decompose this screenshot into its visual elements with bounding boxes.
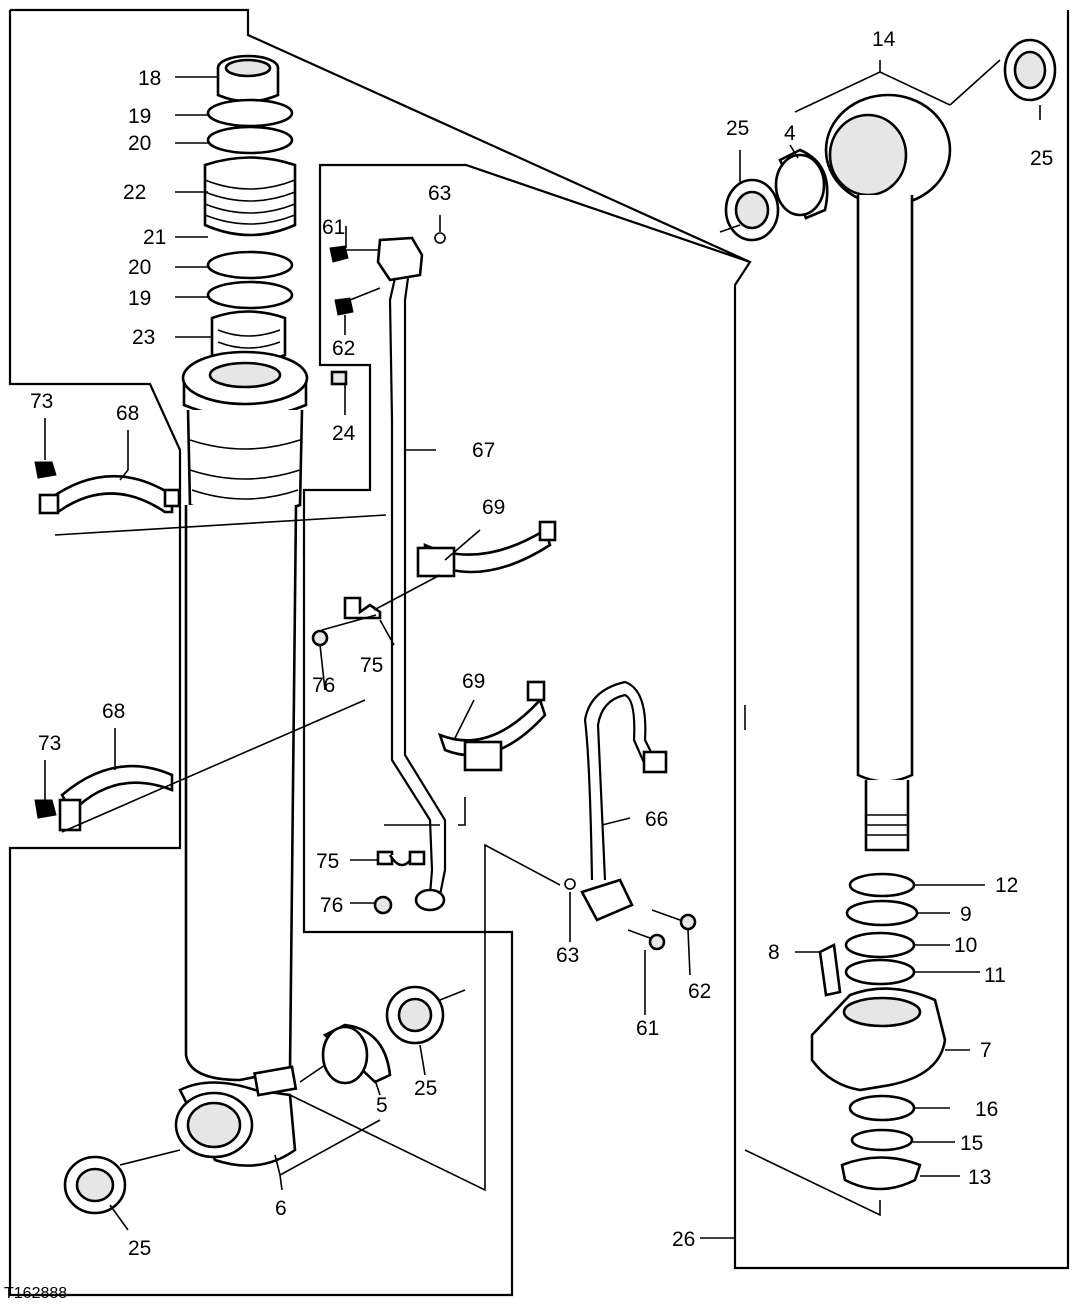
clamp-68-upper [34, 461, 181, 515]
callout-18: 18 [138, 67, 161, 90]
callout-61: 61 [636, 1017, 659, 1040]
piston-rod [724, 38, 1057, 1191]
callout-25: 25 [128, 1237, 151, 1260]
leader-lines [44, 59, 1041, 1231]
callout-16: 16 [975, 1098, 998, 1121]
callout-8: 8 [768, 941, 780, 964]
callout-68: 68 [116, 402, 139, 425]
callout-23: 23 [132, 326, 155, 349]
callout-63: 63 [556, 944, 579, 967]
callout-26: 26 [672, 1228, 695, 1251]
callout-73: 73 [30, 390, 53, 413]
callout-61: 61 [322, 216, 345, 239]
callout-67: 67 [472, 439, 495, 462]
callout-4: 4 [784, 122, 796, 145]
clamp-68-lower [34, 764, 174, 832]
callout-69: 69 [462, 670, 485, 693]
callout-25: 25 [414, 1077, 437, 1100]
callout-75: 75 [316, 850, 339, 873]
callout-14: 14 [872, 28, 896, 51]
callout-20: 20 [128, 132, 151, 155]
callout-12: 12 [995, 874, 1018, 897]
callout-20: 20 [128, 256, 151, 279]
callout-24: 24 [332, 422, 356, 445]
callout-69: 69 [482, 496, 505, 519]
callout-25: 25 [1030, 147, 1053, 170]
callout-13: 13 [968, 1166, 991, 1189]
clamp-75-lower [373, 850, 426, 915]
callout-75: 75 [360, 654, 383, 677]
callout-7: 7 [980, 1039, 992, 1062]
group-boundary-lines [8, 8, 1070, 1297]
callout-9: 9 [960, 903, 972, 926]
callout-76: 76 [320, 894, 343, 917]
bracket-69-upper [416, 520, 557, 578]
callout-76: 76 [312, 674, 335, 697]
callout-21: 21 [143, 226, 166, 249]
cylinder-barrel [174, 54, 348, 1167]
callout-19: 19 [128, 105, 151, 128]
tube-67 [329, 232, 447, 912]
callout-15: 15 [960, 1132, 983, 1155]
callout-68: 68 [102, 700, 125, 723]
callout-5: 5 [376, 1094, 388, 1117]
callout-19: 19 [128, 287, 151, 310]
callout-11: 11 [984, 964, 1006, 987]
hose-66 [564, 680, 697, 951]
callout-25: 25 [726, 117, 749, 140]
clamp-75-upper [311, 596, 382, 647]
callout-labels: 18 19 20 22 21 20 19 23 24 73 68 73 68 2… [4, 28, 1053, 1302]
callout-63: 63 [428, 182, 451, 205]
figure-id: T162888 [4, 1285, 67, 1302]
callout-62: 62 [688, 980, 711, 1003]
callout-66: 66 [645, 808, 668, 831]
callout-6: 6 [275, 1197, 287, 1220]
callout-73: 73 [38, 732, 61, 755]
callout-62: 62 [332, 337, 355, 360]
bracket-69-lower [437, 680, 547, 772]
callout-22: 22 [123, 181, 146, 204]
bottom-pin-parts [63, 985, 445, 1215]
callout-10: 10 [954, 934, 977, 957]
